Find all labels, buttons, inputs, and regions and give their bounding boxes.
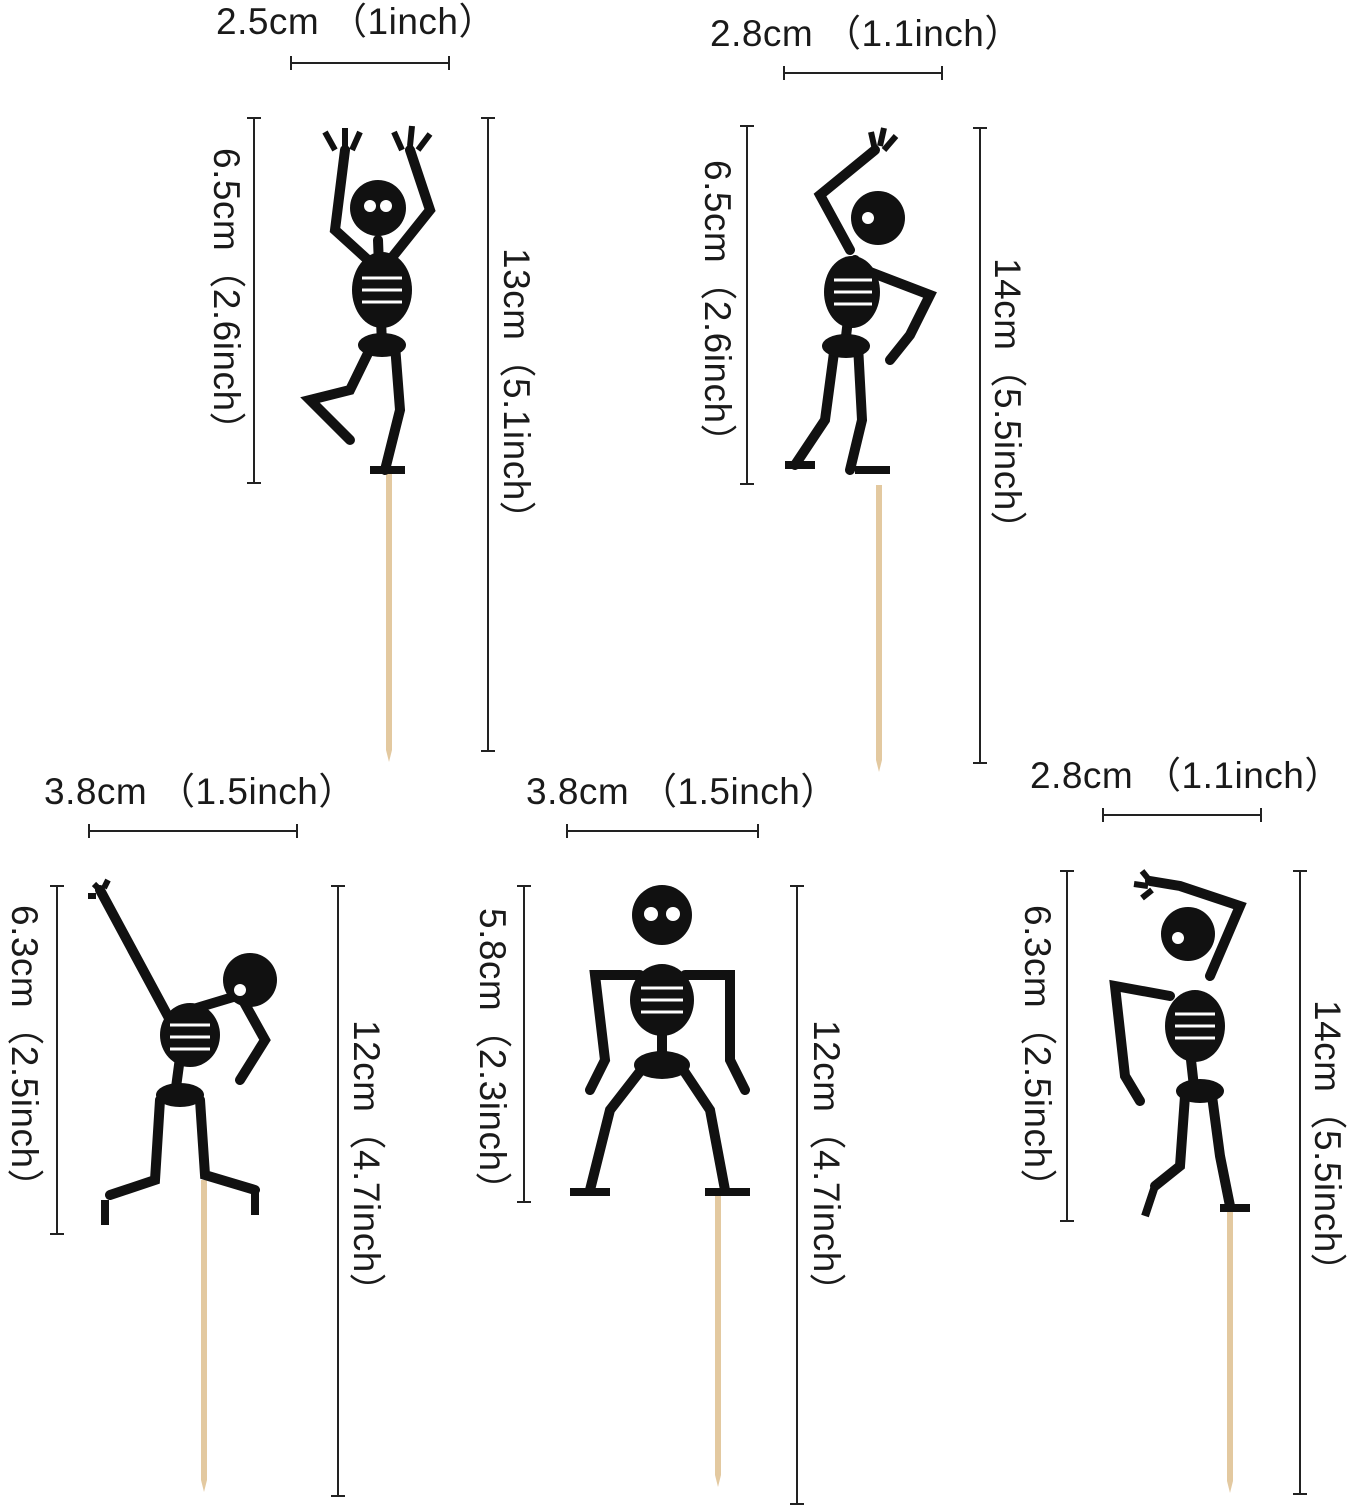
total-height-label: 13cm（5.1inch） — [496, 248, 537, 539]
width-label: 2.8cm （1.1inch） — [710, 13, 1022, 54]
total-height-dimension-line — [973, 127, 987, 764]
figure-height-label: 6.3cm（2.5inch） — [4, 905, 45, 1207]
skeleton-topper-1-image — [300, 125, 436, 762]
width-dimension-line — [783, 66, 943, 80]
figure-height-dimension-line — [50, 885, 64, 1235]
width-dimension-line — [290, 56, 450, 70]
figure-height-dimension-line — [1060, 870, 1074, 1222]
figure-height-label: 5.8cm（2.3inch） — [472, 908, 513, 1210]
width-dimension-line — [1102, 808, 1262, 822]
total-height-label: 12cm（4.7inch） — [346, 1020, 387, 1311]
total-height-dimension-line — [1293, 870, 1307, 1495]
figure-height-dimension-line — [740, 125, 754, 485]
width-label: 2.5cm （1inch） — [216, 1, 496, 42]
total-height-dimension-line — [331, 885, 345, 1497]
skeleton-topper-2-image — [785, 127, 937, 772]
skeleton-topper-3-image — [88, 878, 277, 1492]
total-height-label: 14cm（5.5inch） — [987, 258, 1028, 549]
figure-height-label: 6.3cm（2.5inch） — [1017, 905, 1058, 1207]
total-height-label: 12cm（4.7inch） — [806, 1020, 847, 1311]
skeleton-topper-4-image — [570, 885, 750, 1487]
total-height-label: 14cm（5.5inch） — [1307, 1000, 1348, 1291]
figure-height-label: 6.5cm（2.6inch） — [697, 160, 738, 462]
width-dimension-line — [566, 824, 759, 838]
width-dimension-line — [88, 824, 298, 838]
width-label: 3.8cm （1.5inch） — [44, 771, 356, 812]
skeleton-topper-5-image — [1109, 869, 1250, 1493]
width-label: 2.8cm （1.1inch） — [1030, 755, 1342, 796]
width-label: 3.8cm （1.5inch） — [526, 771, 838, 812]
total-height-dimension-line — [481, 117, 495, 752]
figure-height-dimension-line — [247, 117, 261, 484]
total-height-dimension-line — [790, 885, 804, 1505]
figure-height-dimension-line — [517, 885, 531, 1203]
figure-height-label: 6.5cm（2.6inch） — [206, 148, 247, 450]
